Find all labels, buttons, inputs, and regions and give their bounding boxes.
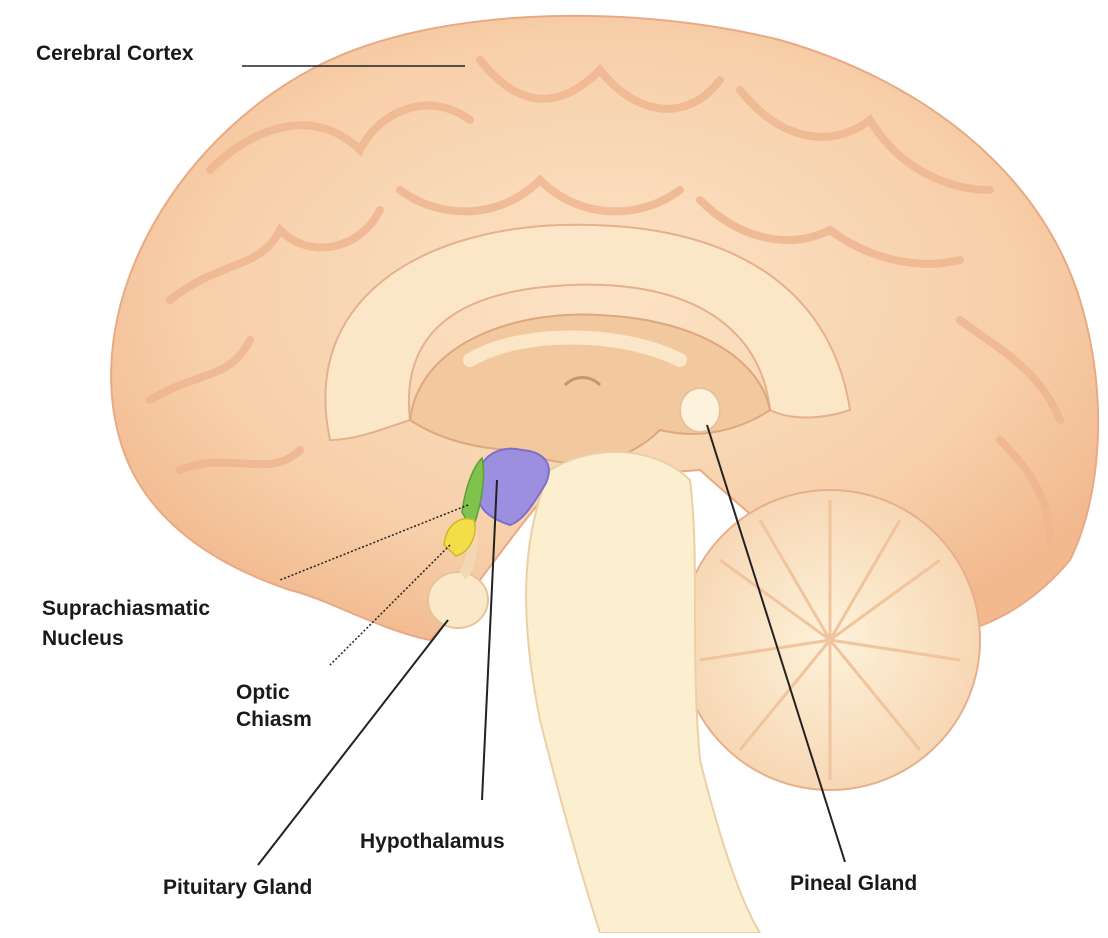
pituitary-gland-shape [428,572,488,628]
label-optic-line2: Chiasm [236,708,312,730]
label-suprachiasmatic-line2: Nucleus [42,627,124,651]
label-suprachiasmatic-line1: Suprachiasmatic [42,597,210,621]
label-cerebral-cortex: Cerebral Cortex [36,42,194,66]
pineal-gland-shape [680,388,720,432]
leader-pituitary [258,620,448,865]
label-pineal-gland: Pineal Gland [790,872,917,896]
label-hypothalamus: Hypothalamus [360,830,505,854]
label-pituitary-gland: Pituitary Gland [163,876,312,900]
label-optic-line1: Optic [236,681,290,705]
